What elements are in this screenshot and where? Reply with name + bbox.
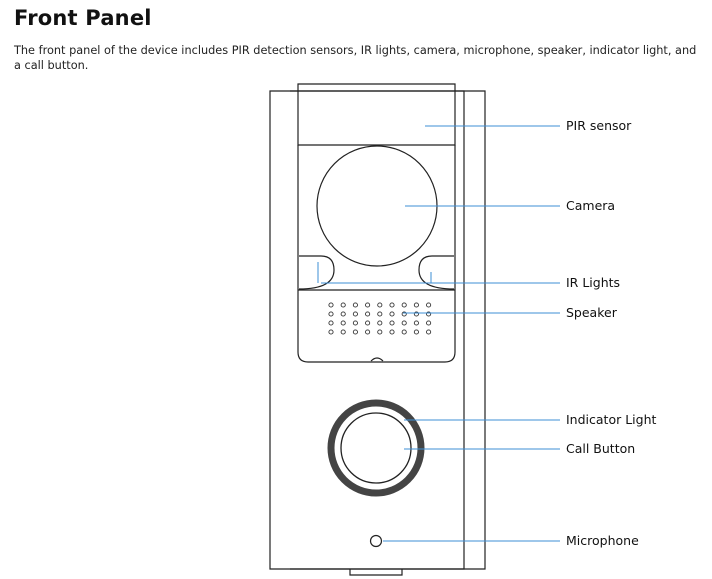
upper-module [297,145,456,363]
speaker-hole [401,311,407,317]
speaker-hole [401,302,407,308]
speaker-hole [352,320,358,326]
speaker-hole [340,302,346,308]
speaker-hole [328,329,334,335]
ir-light-left [298,255,335,290]
speaker-hole [413,311,419,317]
speaker-hole [389,311,395,317]
speaker-hole [401,320,407,326]
pir-window [297,91,456,146]
device-illustration [269,83,486,576]
speaker-hole [340,329,346,335]
speaker-hole [340,311,346,317]
label-pir-sensor: PIR sensor [566,118,632,133]
label-call-button: Call Button [566,441,635,456]
speaker-hole [365,329,371,335]
speaker-hole [426,302,432,308]
speaker-notch [370,357,384,362]
speaker-hole [328,302,334,308]
speaker-hole [426,320,432,326]
label-indicator-light: Indicator Light [566,412,657,427]
speaker-hole [328,320,334,326]
call-button-face [340,412,412,484]
speaker-hole [352,329,358,335]
label-ir-lights: IR Lights [566,275,620,290]
speaker-hole [365,311,371,317]
speaker-hole [389,302,395,308]
speaker-hole [413,320,419,326]
face-plate [290,90,465,570]
speaker-hole [413,329,419,335]
speaker-hole [401,329,407,335]
speaker-hole [328,311,334,317]
speaker-hole [340,320,346,326]
top-tab [297,83,456,91]
indicator-ring [327,399,425,497]
label-microphone: Microphone [566,533,639,548]
speaker-hole [377,329,383,335]
speaker-hole [389,320,395,326]
speaker-hole [413,302,419,308]
bottom-tab [349,569,403,576]
label-camera: Camera [566,198,615,213]
device-housing [269,90,486,570]
speaker-hole [352,302,358,308]
speaker-hole [377,302,383,308]
speaker-hole [377,311,383,317]
speaker-grille [328,302,432,335]
ir-light-right [418,255,455,290]
microphone-hole [369,534,383,548]
intro-paragraph: The front panel of the device includes P… [14,44,697,72]
speaker-hole [426,311,432,317]
speaker-hole [365,302,371,308]
speaker-hole [365,320,371,326]
page-title: Front Panel [14,6,152,30]
callout-lines [317,125,560,542]
speaker-hole [389,329,395,335]
speaker-hole [377,320,383,326]
speaker-hole [352,311,358,317]
speaker-hole [426,329,432,335]
label-speaker: Speaker [566,305,618,320]
